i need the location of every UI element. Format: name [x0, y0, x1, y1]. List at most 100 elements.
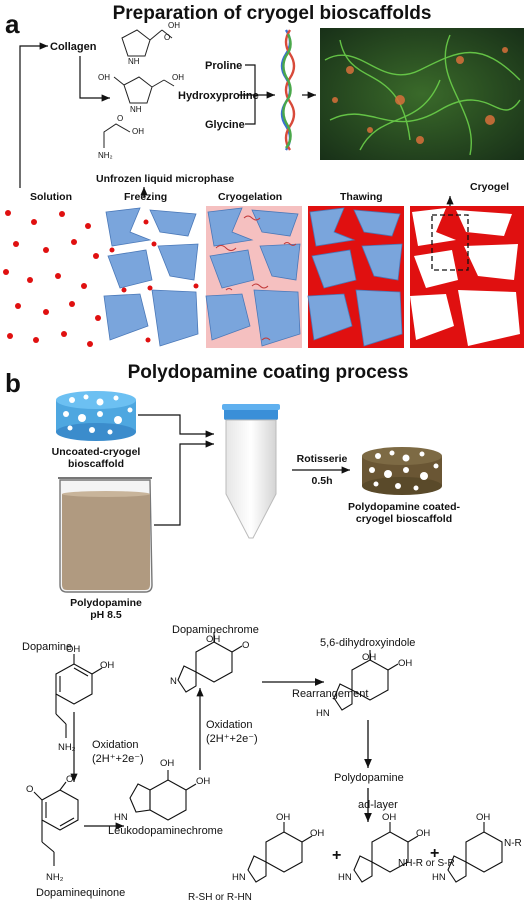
n-label: N [170, 676, 177, 687]
amino-acid-atoms: OH O NH OH OH NH OH O NH₂ [98, 21, 184, 160]
step-cryogelation: Cryogelation [218, 191, 282, 203]
o-label: O [26, 784, 33, 795]
unfrozen-label: Unfrozen liquid microphase [96, 173, 234, 185]
dhi-atoms: OH OH HN [316, 652, 412, 719]
uncoated-scaffold-icon [56, 391, 136, 441]
panel-b-title: Polydopamine coating process [128, 362, 409, 383]
oh-label: OH [310, 828, 324, 839]
coated-label-2: cryogel bioscaffold [356, 513, 452, 525]
oxidation2-label: Oxidation [206, 719, 252, 731]
dopaminechrome-atoms: OH O N [170, 634, 249, 687]
beaker-icon [58, 477, 153, 593]
plus-sign-2: + [430, 845, 439, 862]
oh-label: OH [398, 658, 412, 669]
oh-label: OH [160, 758, 174, 769]
dihydroxyindole-label: 5,6-dihydroxyindole [320, 637, 415, 649]
polymer-unit-3 [447, 822, 503, 883]
polydopamine-product-label: Polydopamine [334, 772, 404, 784]
converging-arrows [138, 414, 214, 526]
leuko-atoms: OH OH HN [114, 758, 210, 823]
dopamine-label: Dopamine [22, 641, 72, 653]
o-label: O [66, 774, 73, 785]
hn-label: HN [232, 872, 246, 883]
duration-label: 0.5h [311, 475, 332, 487]
nh2-label: NH₂ [98, 151, 113, 160]
hn-label: HN [432, 872, 446, 883]
nh2-label: NH₂ [46, 872, 64, 883]
ph-label: pH 8.5 [90, 609, 122, 621]
hn-label: HN [114, 812, 128, 823]
oh-label: OH [382, 812, 396, 823]
oh-label: OH [98, 73, 110, 82]
plus-sign-1: + [332, 847, 341, 864]
polymer-unit-1 [247, 822, 313, 883]
leukodopaminechrome-label: Leukodopaminechrome [108, 825, 223, 837]
oh-label: OH [132, 127, 144, 136]
coated-scaffold-icon [362, 447, 442, 495]
quinone-atoms: O O NH₂ [26, 774, 73, 883]
o-label: O [164, 33, 170, 42]
nh-label: NH [128, 57, 140, 66]
uncoated-label-1: Uncoated-cryogel [52, 446, 141, 458]
substituent-3: N-R [504, 838, 522, 849]
uncoated-label-2: bioscaffold [68, 458, 124, 470]
rearrangement-label: Rearrangement [292, 688, 368, 700]
oh-label: OH [66, 644, 80, 655]
panel-b-letter: b [5, 368, 21, 398]
quinone-structure [33, 781, 79, 866]
step-freezing: Freezing [124, 191, 167, 203]
leuko-structure [129, 770, 197, 821]
mechanism-labels: Dopamine Dopaminechrome 5,6-dihydroxyind… [22, 624, 415, 899]
freezing-panel [103, 206, 200, 348]
polydopamine-label: Polydopamine [70, 597, 142, 609]
amino-glycine: Glycine [205, 119, 245, 131]
adlayer-label: ad-layer [358, 799, 398, 811]
nh-label: NH [130, 105, 142, 114]
dopamine-structure [55, 654, 103, 738]
collagen-arrows [19, 42, 110, 188]
dopaminechrome-structure [177, 632, 243, 693]
cryogel-panel [410, 206, 524, 348]
oh-label: OH [476, 812, 490, 823]
oxidation1-cond: (2H⁺+2e⁻) [92, 753, 144, 765]
substituent-1: R-SH or R-HN [188, 892, 252, 903]
amino-bracket [238, 64, 275, 125]
step-solution: Solution [30, 191, 72, 203]
cryogelation-panel [205, 206, 302, 348]
oh-label: OH [362, 652, 376, 663]
amino-proline: Proline [205, 60, 242, 72]
substituent-labels: R-SH or R-HN NH-R or S-R N-R [188, 838, 522, 903]
amino-acid-structures [103, 29, 175, 148]
dopamine-atoms: OH OH NH₂ [58, 644, 114, 753]
oxidation1-label: Oxidation [92, 739, 138, 751]
panel-a-letter: a [5, 9, 20, 39]
step-cryogel: Cryogel [470, 181, 509, 193]
dopaminechrome-label: Dopaminechrome [172, 624, 259, 636]
o-label: O [117, 114, 123, 123]
dopaminequinone-label: Dopaminequinone [36, 887, 125, 899]
hn-label: HN [338, 872, 352, 883]
oh-label: OH [172, 73, 184, 82]
nh2-label: NH₂ [58, 742, 76, 753]
oh-label: OH [416, 828, 430, 839]
dhi-structure [333, 650, 399, 711]
panel-a-title: Preparation of cryogel bioscaffolds [113, 3, 432, 24]
solution-panel [3, 210, 101, 347]
oh-label: OH [168, 21, 180, 30]
amino-hydroxyproline: Hydroxyproline [178, 90, 259, 102]
tube-icon [222, 404, 280, 539]
collagen-label: Collagen [50, 41, 97, 53]
o-label: O [242, 640, 249, 651]
step-thawing: Thawing [340, 191, 383, 203]
oh-label: OH [196, 776, 210, 787]
oh-label: OH [276, 812, 290, 823]
substituent-2: NH-R or S-R [398, 858, 455, 869]
triple-helix [280, 29, 296, 151]
rotisserie-label: Rotisserie [297, 453, 348, 465]
hn-label: HN [316, 708, 330, 719]
polymer-unit-2 [353, 822, 419, 883]
thawing-panel [307, 206, 404, 348]
cryogel-micrograph [320, 28, 524, 160]
oh-label: OH [100, 660, 114, 671]
